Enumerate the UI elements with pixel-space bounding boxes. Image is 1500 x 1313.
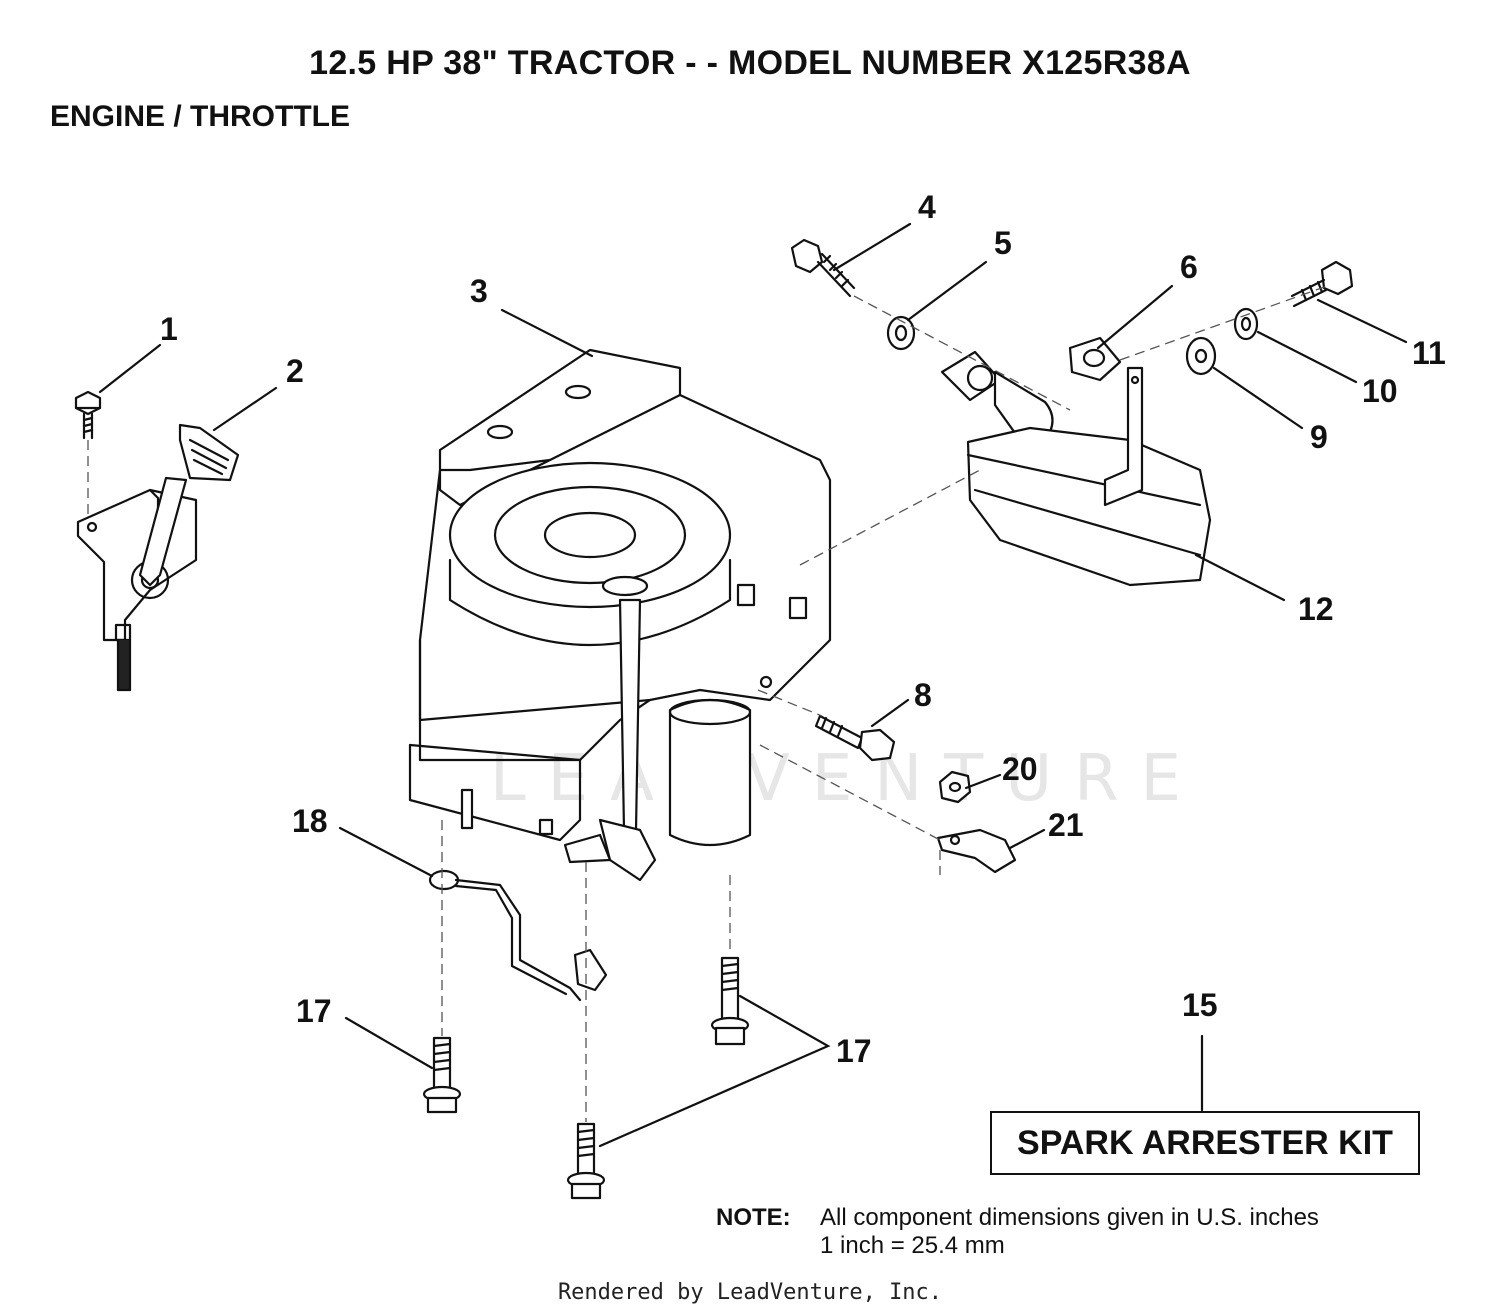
- leader-1: [98, 343, 162, 394]
- leader-5: [906, 260, 988, 322]
- callout-5: 5: [994, 225, 1012, 261]
- callout-17-right: 17: [836, 1033, 872, 1069]
- exhaust-elbow: [940, 350, 1054, 442]
- flat-washer-part-9: [1185, 336, 1217, 376]
- mount-bolt-center: [710, 956, 750, 1046]
- leader-2: [212, 386, 278, 432]
- exhaust-bolt-part-4: [790, 238, 856, 298]
- governor-link-part-18: [428, 869, 608, 1002]
- engine-part-3: [408, 348, 832, 882]
- callout-21: 21: [1048, 807, 1084, 843]
- leader-4: [832, 222, 912, 272]
- callout-1: 1: [160, 311, 178, 347]
- note-line-2: 1 inch = 25.4 mm: [820, 1232, 1005, 1259]
- callout-18: 18: [292, 803, 328, 839]
- throttle-lever-part-2: [138, 423, 240, 587]
- callout-9: 9: [1310, 419, 1328, 455]
- leader-17-right: [598, 994, 831, 1148]
- watermark: LEADVENTURE: [490, 742, 1203, 816]
- leader-17-left: [344, 1016, 434, 1070]
- callout-2: 2: [286, 353, 304, 389]
- section-title: ENGINE / THROTTLE: [50, 100, 350, 133]
- leader-20: [964, 773, 1002, 790]
- mount-bolt-bottom: [566, 1122, 606, 1200]
- leader-6: [1096, 284, 1174, 350]
- callout-12: 12: [1298, 591, 1334, 627]
- mount-bolt-left: [422, 1036, 462, 1114]
- lock-washer-part-10: [1233, 307, 1259, 341]
- lock-nut-part-20: [938, 770, 972, 804]
- bolt-part-8: [814, 714, 896, 762]
- spark-arrester-kit-label: SPARK ARRESTER KIT: [990, 1111, 1420, 1175]
- muffler-part-12: [966, 366, 1212, 587]
- note-label: NOTE:: [716, 1204, 791, 1231]
- leader-3: [500, 308, 594, 358]
- page-title: 12.5 HP 38" TRACTOR - - MODEL NUMBER X12…: [309, 44, 1191, 82]
- leader-12: [1194, 553, 1286, 602]
- leader-10: [1256, 330, 1358, 384]
- lock-washer-part-5: [886, 315, 916, 351]
- callout-15: 15: [1182, 987, 1218, 1023]
- footer-credit: Rendered by LeadVenture, Inc.: [557, 1280, 943, 1305]
- throttle-cable-stud: [114, 623, 132, 692]
- clamp-part-21: [936, 828, 1017, 874]
- callout-4: 4: [918, 189, 936, 225]
- leader-18: [338, 826, 434, 878]
- callout-6: 6: [1180, 249, 1198, 285]
- throttle-bracket: [76, 488, 198, 642]
- callout-17-left: 17: [296, 993, 332, 1029]
- leader-11: [1316, 298, 1408, 344]
- note-line-1: All component dimensions given in U.S. i…: [820, 1204, 1319, 1231]
- throttle-bolt-part-1: [74, 390, 102, 440]
- exhaust-bolt-part-11: [1290, 260, 1354, 308]
- callout-10: 10: [1362, 373, 1398, 409]
- callout-3: 3: [470, 273, 488, 309]
- exhaust-gasket-part-6: [1068, 336, 1122, 382]
- leader-8: [870, 698, 910, 728]
- callout-8: 8: [914, 677, 932, 713]
- leader-21: [1008, 828, 1046, 850]
- callout-20: 20: [1002, 751, 1038, 787]
- callout-11: 11: [1412, 335, 1446, 371]
- leader-9: [1212, 366, 1304, 430]
